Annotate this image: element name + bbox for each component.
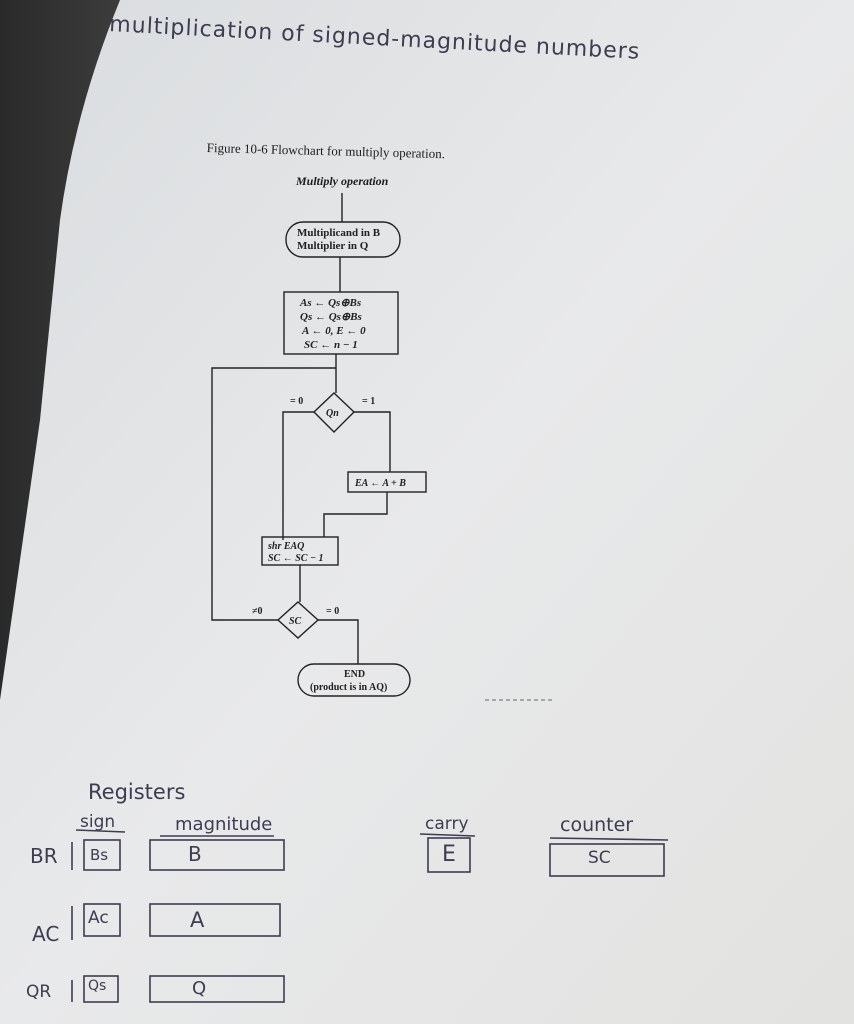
br-sign-box — [83, 839, 121, 871]
sc-decision-diamond — [276, 601, 320, 639]
carry-box — [427, 837, 471, 873]
counter-header: counter — [560, 814, 634, 836]
magnitude-header: magnitude — [175, 814, 273, 835]
ac-magnitude-box — [149, 903, 281, 937]
init-line-4: SC ← n − 1 — [304, 339, 358, 351]
start-line-1: Multiplicand in B — [297, 227, 381, 239]
start-line-2: Multiplier in Q — [297, 240, 369, 252]
br-magnitude-box — [149, 839, 285, 871]
ac-magnitude-value: A — [190, 908, 205, 932]
sc-nonzero-label: ≠0 — [252, 606, 263, 617]
ac-sign-box — [83, 903, 121, 937]
br-sign-value: Bs — [90, 846, 109, 864]
sc-zero-label: = 0 — [326, 606, 339, 617]
qn-label: Qn — [326, 408, 339, 419]
qr-sign-box — [83, 975, 119, 1003]
ac-sign-value: Ac — [88, 908, 109, 928]
end-box — [297, 663, 411, 697]
figure-heading: Multiply operation — [296, 174, 389, 188]
qn-decision-diamond — [312, 392, 356, 433]
add-box-text: EA ← A + B — [354, 478, 406, 489]
sign-header: sign — [80, 812, 116, 832]
init-line-3: A ← 0, E ← 0 — [301, 325, 366, 337]
br-magnitude-value: B — [188, 842, 202, 866]
qn-one-label: = 1 — [362, 396, 375, 407]
init-line-2: Qs ← Qs⊕Bs — [300, 311, 362, 323]
qr-magnitude-box — [149, 975, 285, 1003]
end-line-2: (product is in AQ) — [310, 682, 387, 693]
counter-value: SC — [588, 848, 611, 868]
start-box — [285, 221, 401, 258]
ac-label: AC — [32, 922, 60, 946]
counter-box — [549, 843, 665, 877]
qr-magnitude-value: Q — [192, 978, 207, 999]
shift-line-1: shr EAQ — [267, 541, 304, 552]
init-box — [283, 291, 399, 355]
br-label: BR — [30, 844, 58, 868]
shift-line-2: SC ← SC − 1 — [268, 553, 324, 564]
sc-label: SC — [289, 616, 302, 627]
qn-zero-label: = 0 — [290, 396, 303, 407]
init-line-1: As ← Qs⊕Bs — [299, 297, 361, 309]
qr-label: QR — [26, 982, 52, 1002]
carry-header: carry — [425, 814, 469, 834]
registers-heading: Registers — [88, 780, 186, 804]
end-line-1: END — [344, 669, 365, 680]
qr-sign-value: Qs — [88, 978, 107, 994]
carry-value: E — [442, 842, 456, 867]
